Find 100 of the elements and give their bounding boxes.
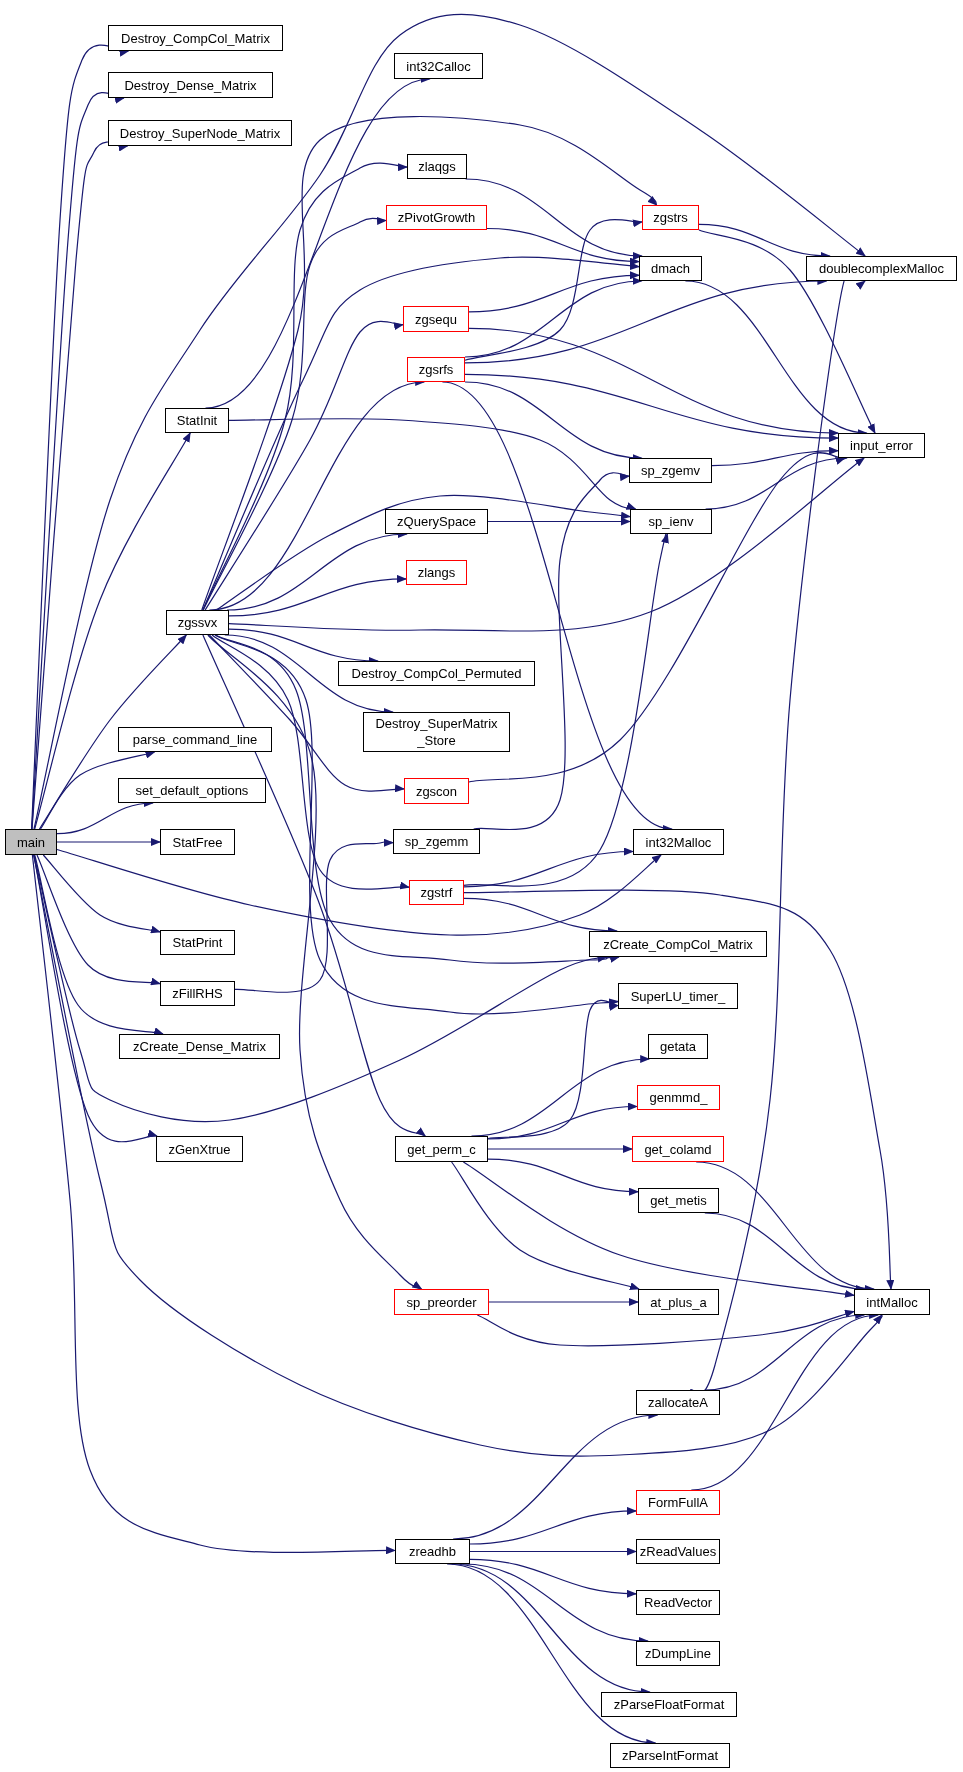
function-box: zCreate_CompCol_Matrix xyxy=(589,931,767,957)
function-box: zCreate_Dense_Matrix xyxy=(119,1034,280,1059)
function-box: zallocateA xyxy=(636,1390,720,1415)
function-box: StatFree xyxy=(160,829,235,855)
call-arrow xyxy=(56,848,662,936)
call-arrow xyxy=(38,634,187,830)
function-box: at_plus_a xyxy=(638,1289,719,1315)
call-arrow xyxy=(34,432,191,830)
function-box: int32Malloc xyxy=(633,829,724,855)
function-box: zFillRHS xyxy=(160,981,235,1006)
function-box: zgscon xyxy=(404,778,469,804)
call-arrow xyxy=(476,1310,855,1347)
call-arrow xyxy=(469,1558,637,1598)
function-box: sp_ienv xyxy=(630,509,712,534)
call-arrow xyxy=(468,452,846,783)
function-box: get_perm_c xyxy=(395,1136,488,1162)
call-arrow xyxy=(204,320,404,611)
call-arrow xyxy=(487,517,631,526)
function-box: intMalloc xyxy=(854,1289,930,1315)
function-box: StatInit xyxy=(165,408,229,433)
call-arrow xyxy=(464,373,839,442)
function-box: parse_command_line xyxy=(118,727,272,752)
function-box: Destroy_SuperNode_Matrix xyxy=(108,120,292,146)
function-box: zReadValues xyxy=(636,1539,720,1564)
call-arrow xyxy=(215,634,608,964)
function-box: sp_zgemv xyxy=(629,458,712,483)
function-box: Destroy_SuperMatrix _Store xyxy=(363,712,510,752)
call-arrow xyxy=(487,1158,639,1196)
function-box: FormFullA xyxy=(636,1490,720,1515)
function-box: zgstrs xyxy=(642,205,699,230)
call-arrow xyxy=(469,1547,637,1556)
function-box: zPivotGrowth xyxy=(386,205,487,230)
call-arrow xyxy=(33,854,883,1457)
call-arrow xyxy=(469,1507,637,1545)
call-arrow xyxy=(487,1102,638,1140)
call-arrow xyxy=(208,634,405,793)
call-arrow xyxy=(486,227,640,266)
function-box: zQuerySpace xyxy=(385,509,488,534)
call-arrow xyxy=(462,1161,855,1298)
function-box: zreadhb xyxy=(395,1539,470,1564)
call-arrow xyxy=(42,854,161,934)
call-arrow xyxy=(465,178,643,260)
call-arrow xyxy=(201,115,658,611)
function-box: getata xyxy=(648,1034,708,1059)
call-arrow xyxy=(211,634,410,891)
function-box: get_colamd xyxy=(632,1136,724,1162)
call-arrow xyxy=(464,218,643,361)
function-box: set_default_options xyxy=(118,778,266,803)
function-box: genmmd_ xyxy=(637,1085,720,1110)
call-arrow xyxy=(56,838,161,846)
function-box: main xyxy=(5,829,57,855)
call-arrow xyxy=(464,277,643,358)
call-arrow xyxy=(451,1161,640,1291)
function-box: Destroy_CompCol_Matrix xyxy=(108,25,283,51)
call-arrow xyxy=(468,271,640,313)
call-arrow xyxy=(228,457,865,632)
call-arrow xyxy=(33,13,866,830)
function-box: Destroy_CompCol_Permuted xyxy=(338,661,535,686)
function-box: zlangs xyxy=(406,560,467,585)
call-arrow xyxy=(228,575,407,617)
function-box: StatPrint xyxy=(160,930,235,955)
call-arrow xyxy=(698,229,876,434)
function-box: zDumpLine xyxy=(636,1641,720,1666)
function-box: input_error xyxy=(838,433,925,458)
function-box: get_metis xyxy=(638,1188,719,1213)
function-box: zgsrfs xyxy=(407,357,465,382)
function-box: doublecomplexMalloc xyxy=(806,256,957,281)
call-arrow xyxy=(234,837,394,993)
call-arrow xyxy=(202,215,387,611)
call-arrow xyxy=(31,854,396,1555)
call-arrow xyxy=(34,854,164,1036)
function-box: zParseFloatFormat xyxy=(601,1692,737,1717)
call-arrow xyxy=(39,750,156,830)
call-arrow xyxy=(215,494,631,611)
call-arrow xyxy=(463,889,895,1290)
call-arrow xyxy=(202,634,427,1137)
function-box: int32Calloc xyxy=(394,53,483,79)
function-box: zgstrf xyxy=(409,880,464,905)
function-box: sp_zgemm xyxy=(393,829,480,854)
function-box: zlaqgs xyxy=(407,154,467,179)
call-arrow xyxy=(488,1298,639,1306)
call-arrow xyxy=(487,1145,633,1153)
call-arrow xyxy=(202,256,640,611)
call-arrow xyxy=(711,446,839,467)
function-box: dmach xyxy=(639,256,702,281)
function-box: zParseIntFormat xyxy=(610,1743,730,1768)
function-box: zGenXtrue xyxy=(156,1136,243,1162)
function-box: zgssvx xyxy=(166,610,229,635)
call-arrow xyxy=(228,418,637,511)
call-arrow xyxy=(468,327,839,437)
function-box: sp_preorder xyxy=(394,1289,489,1315)
call-arrow xyxy=(214,634,620,1015)
call-arrow xyxy=(487,999,619,1140)
function-box: SuperLU_timer_ xyxy=(618,983,738,1009)
function-box: zgsequ xyxy=(403,306,469,332)
call-arrow xyxy=(463,847,634,888)
call-arrow xyxy=(33,854,620,1123)
function-box: ReadVector xyxy=(636,1590,720,1615)
function-box: Destroy_Dense_Matrix xyxy=(108,72,273,98)
call-arrow xyxy=(36,854,161,987)
